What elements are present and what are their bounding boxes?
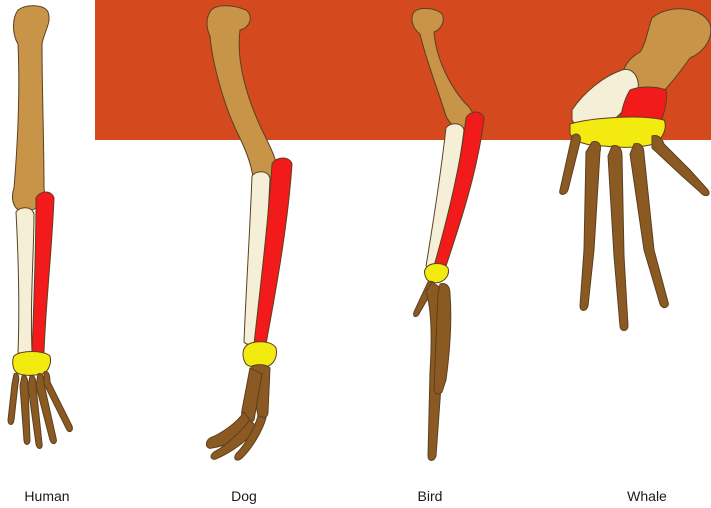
bird-phalanges — [414, 281, 451, 460]
whale-phalanges — [560, 134, 709, 331]
dog-carpals — [243, 342, 277, 368]
label-bird: Bird — [370, 488, 490, 504]
bird-carpals — [425, 264, 449, 283]
whale-carpals — [570, 117, 665, 147]
human-limb — [8, 6, 72, 449]
human-ulna — [16, 208, 34, 355]
human-phalanges — [8, 371, 72, 448]
label-human: Human — [0, 488, 107, 504]
label-dog: Dog — [184, 488, 304, 504]
dog-phalanges — [206, 365, 270, 460]
label-whale: Whale — [587, 488, 707, 504]
human-humerus — [13, 6, 50, 212]
human-radius — [32, 192, 54, 355]
